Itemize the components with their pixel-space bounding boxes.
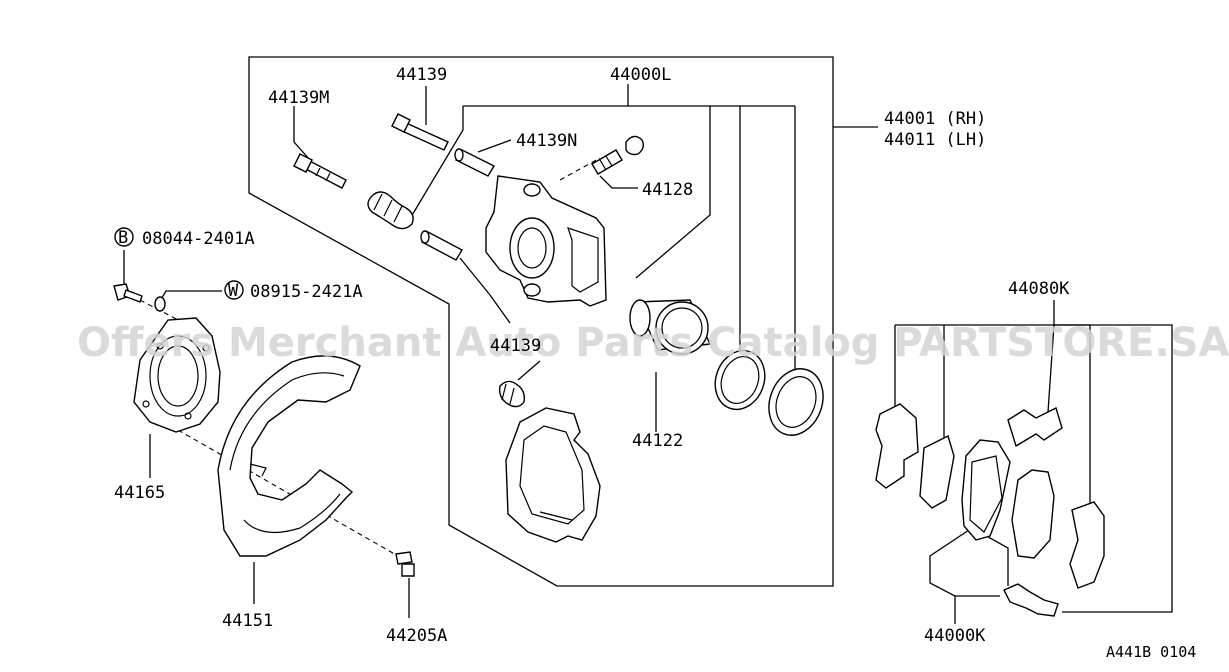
washer-part-number: 08915-2421A	[250, 282, 363, 302]
sleeve-pin-44139n	[454, 148, 495, 177]
piston-44122	[629, 299, 712, 355]
label-44139m: 44139M	[268, 88, 329, 108]
bolt-part-number: 08044-2401A	[142, 229, 255, 249]
bolt-circle-letter: B	[118, 228, 128, 248]
figure-id: A441B 0104	[1106, 643, 1196, 661]
label-44011-lh: 44011 (LH)	[884, 130, 986, 150]
caliper-body	[485, 175, 607, 307]
washer-08915	[154, 296, 166, 312]
label-44165: 44165	[114, 483, 165, 503]
label-08915-2421a: W 08915-2421A	[224, 280, 363, 302]
pin-boot-lower	[498, 380, 526, 408]
label-44139n: 44139N	[516, 131, 577, 151]
bleeder-screw-44128	[591, 135, 645, 175]
splash-shield-44151	[217, 355, 361, 557]
label-44128: 44128	[642, 180, 693, 200]
label-44139: 44139	[396, 65, 447, 85]
bolt-44139	[391, 113, 449, 151]
guide-pin-44139m	[293, 153, 347, 189]
boot	[367, 191, 414, 230]
pad-kit-44080k	[875, 403, 1105, 617]
label-44151: 44151	[222, 611, 273, 631]
bracket-44000l	[407, 84, 796, 376]
label-44080k: 44080K	[1008, 279, 1070, 299]
label-44001-rh: 44001 (RH)	[884, 109, 986, 129]
label-44205a: 44205A	[386, 626, 447, 646]
caliper-assembly-boundary	[248, 56, 834, 587]
washer-circle-letter: W	[228, 281, 239, 301]
baffle-plate-44165	[133, 317, 221, 433]
bolt-08044	[113, 283, 143, 303]
piston-seal	[714, 349, 766, 411]
watermark: Offers Merchant Auto Parts Catalog PARTS…	[77, 320, 1229, 366]
caliper-bracket	[505, 407, 601, 543]
label-44000k: 44000K	[924, 626, 986, 646]
label-44139-lower: 44139	[490, 336, 541, 356]
label-44122: 44122	[632, 431, 683, 451]
label-08044-2401a: B 08044-2401A	[114, 227, 255, 249]
label-44000l: 44000L	[610, 65, 671, 85]
sleeve-pin-lower	[420, 230, 463, 261]
alignment-lines	[139, 157, 601, 557]
piston-dust-boot	[768, 368, 824, 436]
bolt-44205a	[395, 551, 415, 577]
